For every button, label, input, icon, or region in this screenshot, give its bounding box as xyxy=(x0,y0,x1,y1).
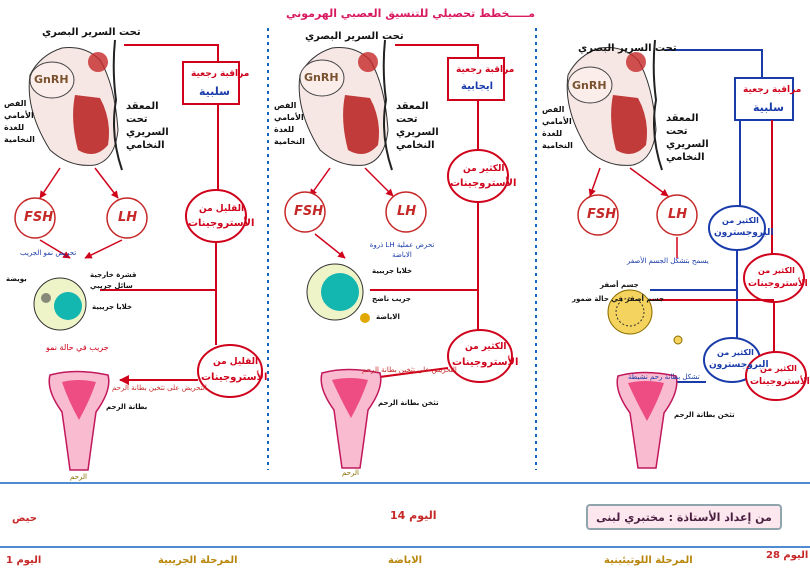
panel-2-uterus: الرحم xyxy=(342,470,359,477)
menstruation-label: حيض xyxy=(12,514,37,524)
panel-2-follicle-label-3: الاباضة xyxy=(376,314,400,321)
panel-2-gnrh-label: GnRH xyxy=(304,72,339,83)
panel-3-hypothalamus-label: تحت السرير البصري xyxy=(578,44,677,54)
estrogen-ellipse-2b xyxy=(448,330,512,382)
panel-1-stimulus: تحريض نمو الجريب xyxy=(20,250,76,257)
panel-1-complex-label: المعقد تحت السريري النخامي xyxy=(126,100,172,152)
panel-2-hypothalamus-label: تحت السرير البصري xyxy=(305,32,404,42)
panel-2-estrogen-a-bottom: الأستروجينات xyxy=(450,179,516,189)
panel-3-progesterone-bottom: البروجسترون xyxy=(714,229,774,238)
panel-3-corpus-caption: جسم أصفر في حالة ضمور xyxy=(572,296,664,303)
panel-1-endometrium: بطانة الرحم xyxy=(106,404,147,411)
panel-3-uterus-note: تشكل بطانة رحم نشيطة xyxy=(628,374,700,381)
panel-2-estrogen-b-top: الكثير من xyxy=(465,343,506,352)
panel-1-follicle-caption: جريب في حالة نمو xyxy=(46,344,109,352)
panel-3-estrogen-b-top: الكثير من xyxy=(760,365,797,373)
timeline-ovulation: الاباضة xyxy=(388,556,422,566)
panel-1-feedback-title: مراقبة رجعية xyxy=(191,70,249,79)
panel-1-gnrh-label: GnRH xyxy=(34,74,69,85)
panel-2-follicle-label-1: خلايا جريبية xyxy=(372,268,412,275)
panel-1-follicle-label-4: بويضة xyxy=(6,276,27,283)
panel-2-feedback-type: ايجابية xyxy=(461,82,493,92)
panel-1-estrogen-a-bottom: الأستروجينات xyxy=(188,219,254,229)
panel-3-lh-label: LH xyxy=(668,208,687,221)
panel-1-estrogen-b-bottom: الأستروجينات xyxy=(201,373,267,383)
timeline-follicular-phase: المرحلة الجريبية xyxy=(158,556,238,566)
panel-2-fsh-label: FSH xyxy=(294,205,323,218)
panel-1-follicle-label-2: سائل جريبي xyxy=(90,283,133,290)
timeline-day-1: اليوم 1 xyxy=(6,556,41,566)
panel-1-hypothalamus-label: تحت السرير البصري xyxy=(42,28,141,38)
panel-3-pituitary-label: الفص الأمامي للغدة النخامية xyxy=(542,104,568,152)
panel-2-complex-label: المعقد تحت السريري النخامي xyxy=(396,100,442,152)
panel-1-pituitary-label: الفص الأمامي للغدة النخامية xyxy=(4,98,30,146)
panel-1-uterus-note: التحريض على تثخين بطانة الرحم xyxy=(112,385,207,392)
panel-3-gnrh-label: GnRH xyxy=(572,80,607,91)
panel-3-feedback-title: مراقبة رجعية xyxy=(743,86,801,95)
feedback-line-1 xyxy=(124,45,218,62)
panel-3-progesterone2-top: الكثير من xyxy=(717,349,754,357)
estrogen-ellipse-2a xyxy=(448,150,508,202)
panel-2-uterus-note: التحريض على تثخين بطانة الرحم xyxy=(362,367,457,374)
panel-1-uterus: الرحم xyxy=(70,474,87,481)
panel-3-endometrium: تثخن بطانة الرحم xyxy=(674,412,735,419)
panel-2-endometrium: تثخن بطانة الرحم xyxy=(378,400,439,407)
follicle-antrum-1 xyxy=(54,292,82,320)
diagram-title: مـــــخطط تحصيلي للتنسيق العصبي الهرموني xyxy=(286,8,535,19)
timeline-luteal-phase: المرحلة اللوتيئينية xyxy=(604,556,693,566)
panel-1-follicle-label-3: خلايا جريبية xyxy=(92,304,132,311)
panel-2-pituitary-label: الفص الأمامي للغدة النخامية xyxy=(274,100,300,148)
hypothalamus-nuclei xyxy=(88,52,108,72)
panel-2-estrogen-b-bottom: الأستروجينات xyxy=(452,358,518,368)
panel-3-feedback-type: سلبية xyxy=(753,102,784,113)
panel-1-fsh-label: FSH xyxy=(24,211,53,224)
panel-2-lh-label: LH xyxy=(397,205,416,218)
panel-3-progesterone-top: الكثير من xyxy=(722,217,759,225)
panel-1-estrogen-a-top: القليل من xyxy=(199,205,244,214)
panel-1-follicle-label-1: قشرة خارجية xyxy=(90,272,136,279)
panel-2-estrogen-a-top: الكثير من xyxy=(463,165,504,174)
panel-3-estrogen-a-top: الكثير من xyxy=(758,267,795,275)
panel-2-stimulus: ذروة LH تحرض عملية الاباضة xyxy=(360,240,444,260)
panel-3-estrogen-a-bottom: الأستروجينات xyxy=(748,280,808,289)
panel-1-lh-label: LH xyxy=(118,211,137,224)
estrogen-ellipse-3a xyxy=(744,254,804,302)
panel-1-feedback-type: سلبية xyxy=(199,86,230,97)
estrogen-ellipse-1b xyxy=(198,345,262,397)
complex-brace xyxy=(114,40,122,170)
panel-3-fsh-label: FSH xyxy=(587,208,616,221)
panel-2-feedback-title: مراقبة رجعية xyxy=(456,66,514,75)
timeline-day-28: اليوم 28 xyxy=(766,551,808,561)
panel-2-follicle-label-2: جريب ناضج xyxy=(372,296,411,303)
day-14-label: اليوم 14 xyxy=(390,510,437,521)
panel-3-stimulus: يسمح بتشكل الجسم الأصفر xyxy=(627,258,709,265)
panel-1-estrogen-b-top: القليل من xyxy=(213,358,258,367)
panel-3-corpus-label: جسم أصفر xyxy=(600,282,639,289)
panel-3-estrogen-b-bottom: الأستروجينات xyxy=(750,378,810,387)
estrogen-ellipse-1a xyxy=(186,190,246,242)
panel-3-complex-label: المعقد تحت السريري النخامي xyxy=(666,112,714,164)
author-credit-box: من إعداد الأستاذة : مختبري لبنى xyxy=(586,504,782,530)
